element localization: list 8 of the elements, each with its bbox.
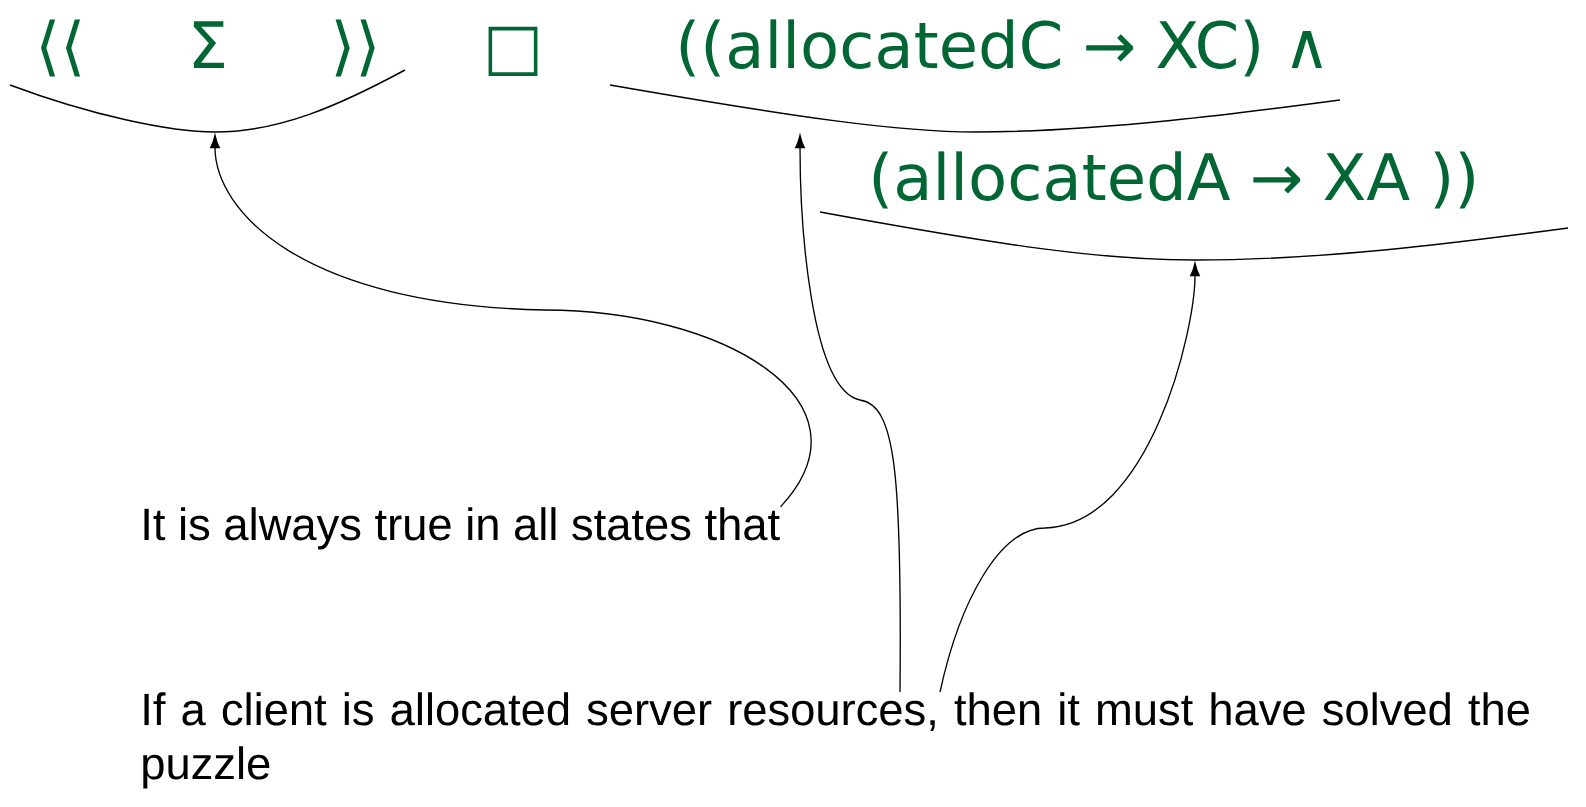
formula-text: (allocatedA → XA )) xyxy=(873,151,1474,209)
formula-text: ⟨⟨ Σ ⟩⟩ □ xyxy=(41,19,538,77)
statement-text: It is always true in all states that xyxy=(144,507,780,550)
statement-text: If a client is allocated server resources, then it must have solved the puzzle xyxy=(143,692,1529,789)
leader-line xyxy=(939,262,1200,693)
leader-line xyxy=(210,134,811,508)
formula-text: ((allocatedC → XC) ∧ xyxy=(680,19,1322,77)
leader-line xyxy=(795,134,901,693)
